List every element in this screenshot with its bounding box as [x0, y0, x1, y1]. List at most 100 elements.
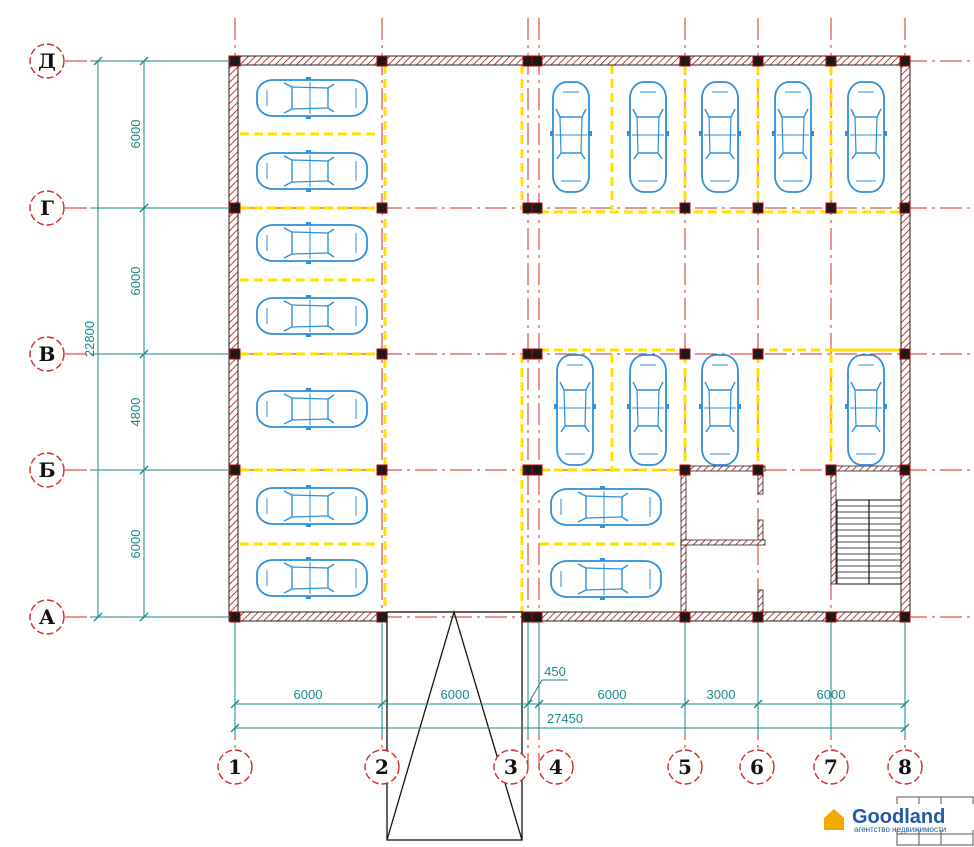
- column: [825, 611, 837, 623]
- wall-segment: [900, 55, 911, 622]
- car-icon: [256, 221, 368, 265]
- column: [825, 202, 837, 214]
- partition-wall: [680, 465, 766, 472]
- column: [825, 464, 837, 476]
- axis-grid: [30, 18, 974, 765]
- dimension-overall-height: 22800: [82, 321, 97, 357]
- dimension-value: 6000: [598, 687, 627, 702]
- axis-bubble-5: 5: [667, 749, 703, 785]
- car-icon: [845, 355, 887, 465]
- svg-text:6: 6: [750, 755, 764, 779]
- brand-tagline: агентство недвижимости: [854, 825, 946, 834]
- wall-segment: [228, 55, 239, 622]
- interior-rooms: [680, 465, 904, 615]
- car-symbols: [256, 76, 887, 601]
- column: [376, 611, 388, 623]
- axis-bubble-2: 2: [364, 749, 400, 785]
- column: [679, 348, 691, 360]
- house-icon: [824, 809, 844, 830]
- column: [899, 202, 911, 214]
- column: [752, 202, 764, 214]
- svg-text:Г: Г: [40, 196, 54, 220]
- column: [752, 611, 764, 623]
- dimension-value: 4800: [128, 398, 143, 427]
- axis-bubble-А: А: [29, 599, 65, 635]
- svg-text:2: 2: [375, 755, 389, 779]
- svg-text:В: В: [39, 342, 56, 366]
- column: [531, 611, 543, 623]
- car-icon: [256, 387, 368, 431]
- car-icon: [550, 82, 592, 192]
- column: [229, 55, 241, 67]
- car-icon: [554, 355, 596, 465]
- car-icon: [627, 82, 669, 192]
- column: [752, 464, 764, 476]
- column: [679, 611, 691, 623]
- svg-text:7: 7: [824, 755, 838, 779]
- axis-bubble-3: 3: [493, 749, 529, 785]
- axis-bubble-Б: Б: [29, 452, 65, 488]
- svg-text:А: А: [39, 605, 56, 629]
- partition-wall: [680, 539, 766, 546]
- car-icon: [699, 355, 741, 465]
- column: [229, 348, 241, 360]
- column: [531, 464, 543, 476]
- axis-bubble-4: 4: [538, 749, 574, 785]
- column: [376, 464, 388, 476]
- svg-text:4: 4: [549, 755, 563, 779]
- partition-wall: [830, 465, 837, 585]
- partition-wall: [830, 465, 904, 472]
- car-icon: [550, 557, 662, 601]
- car-icon: [627, 355, 669, 465]
- column: [899, 348, 911, 360]
- wall-segment: [231, 55, 909, 66]
- column: [229, 464, 241, 476]
- dimension-value: 3000: [707, 687, 736, 702]
- dimension-value: 6000: [128, 530, 143, 559]
- brand-name: Goodland: [852, 806, 945, 828]
- column: [531, 348, 543, 360]
- columns: [229, 55, 911, 623]
- column: [531, 202, 543, 214]
- svg-text:3: 3: [504, 755, 518, 779]
- column: [679, 55, 691, 67]
- partition-wall: [757, 589, 764, 615]
- axis-bubble-6: 6: [739, 749, 775, 785]
- svg-text:1: 1: [228, 755, 242, 779]
- column: [899, 611, 911, 623]
- column: [376, 348, 388, 360]
- car-icon: [256, 484, 368, 528]
- car-icon: [550, 485, 662, 529]
- dimension-value: 6000: [128, 267, 143, 296]
- column: [752, 348, 764, 360]
- staircase: [836, 499, 902, 585]
- car-icon: [256, 294, 368, 338]
- dimension-line: [527, 679, 543, 705]
- svg-text:Д: Д: [38, 49, 56, 73]
- svg-text:Б: Б: [38, 458, 55, 482]
- column: [679, 202, 691, 214]
- partition-wall: [757, 519, 764, 543]
- column: [376, 202, 388, 214]
- column: [899, 55, 911, 67]
- dimension-offset-value: 450: [544, 664, 566, 679]
- column: [899, 464, 911, 476]
- car-icon: [772, 82, 814, 192]
- column: [229, 611, 241, 623]
- wall-segment: [521, 611, 909, 622]
- car-icon: [845, 82, 887, 192]
- svg-text:5: 5: [678, 755, 692, 779]
- car-icon: [699, 82, 741, 192]
- axis-bubble-1: 1: [217, 749, 253, 785]
- column: [376, 55, 388, 67]
- column: [679, 464, 691, 476]
- brand-logo: Goodland агентство недвижимости: [824, 796, 974, 846]
- column: [531, 55, 543, 67]
- dimension-value: 6000: [441, 687, 470, 702]
- car-icon: [256, 76, 368, 120]
- car-icon: [256, 149, 368, 193]
- dimension-value: 6000: [128, 120, 143, 149]
